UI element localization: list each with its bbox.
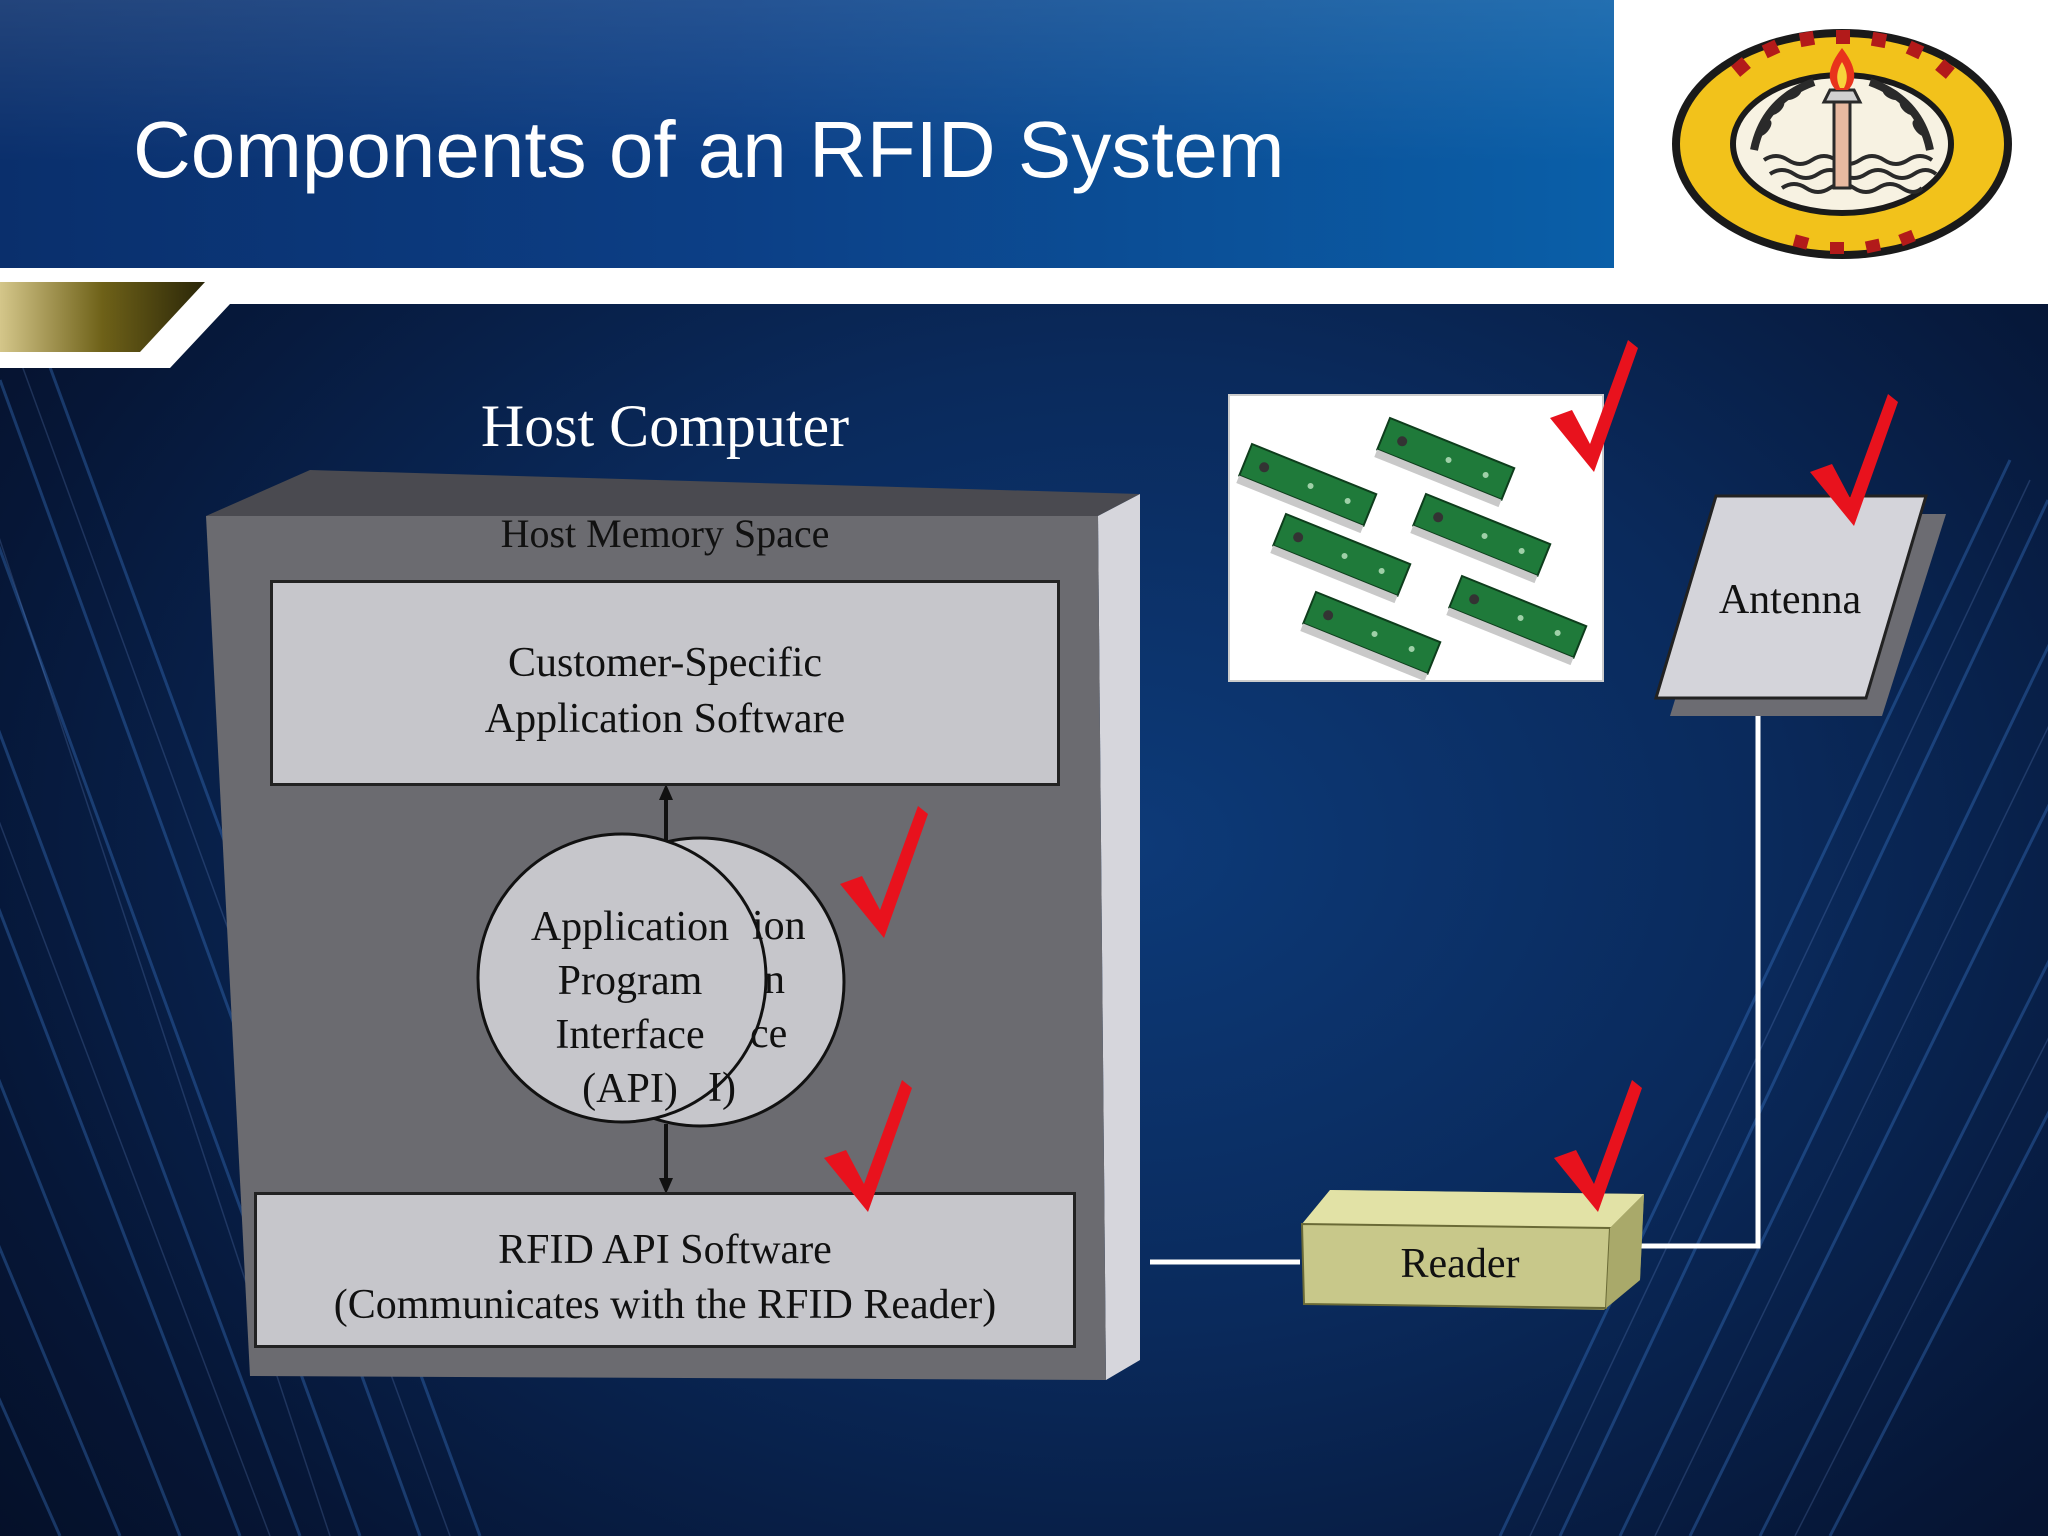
title-bar-shine xyxy=(0,0,1614,272)
logo-panel xyxy=(1614,0,2048,280)
title-bar xyxy=(0,0,1614,272)
api-back-fragment-1: ion xyxy=(752,903,806,949)
api-line-3: Interface xyxy=(555,1012,705,1058)
customer-application-box: Customer-Specific Application Software xyxy=(270,580,1060,786)
rfid-tag xyxy=(1270,512,1412,604)
reader-device xyxy=(1300,1190,1644,1310)
api-back-fragment-3: ce xyxy=(750,1011,788,1057)
slide-title: Components of an RFID System xyxy=(133,105,1285,194)
check-mark-icon xyxy=(1554,1080,1642,1212)
api-line-4: (API) xyxy=(582,1066,678,1112)
rfid-tag xyxy=(1300,590,1442,682)
api-line-2: Program xyxy=(557,958,703,1004)
rfid-api-line-2: (Communicates with the RFID Reader) xyxy=(333,1282,997,1328)
check-mark-icon xyxy=(840,806,928,938)
check-mark-icon xyxy=(1550,340,1638,472)
rfid-api-line-1: RFID API Software xyxy=(498,1227,832,1273)
rfid-api-software-box: RFID API Software (Communicates with the… xyxy=(254,1192,1076,1348)
api-back-fragment-4: I) xyxy=(708,1065,736,1111)
rfid-tag xyxy=(1374,416,1516,508)
university-seal-logo xyxy=(1672,29,2012,259)
host-memory-label: Host Memory Space xyxy=(500,511,830,556)
rfid-tags-image xyxy=(1236,416,1588,682)
customer-application-line-2: Application Software xyxy=(484,696,846,742)
api-back-fragment-2: n xyxy=(764,957,785,1003)
api-circle-label: Application Program Interface (API) xyxy=(480,900,780,1116)
rfid-tags-panel xyxy=(1228,394,1604,682)
rfid-tag xyxy=(1410,492,1552,584)
customer-application-line-1: Customer-Specific xyxy=(507,640,823,686)
api-line-1: Application xyxy=(530,904,730,950)
header-swoosh xyxy=(0,268,2048,368)
antenna-shape xyxy=(1653,494,1946,716)
antenna-label: Antenna xyxy=(1718,577,1862,623)
check-mark-icon xyxy=(1810,394,1898,526)
check-mark-icon xyxy=(824,1080,912,1212)
host-computer-title: Host Computer xyxy=(480,393,850,459)
reader-label: Reader xyxy=(1400,1241,1520,1287)
rfid-tag xyxy=(1236,442,1378,534)
rfid-tag xyxy=(1446,574,1588,666)
background-streaks xyxy=(0,339,2048,1536)
